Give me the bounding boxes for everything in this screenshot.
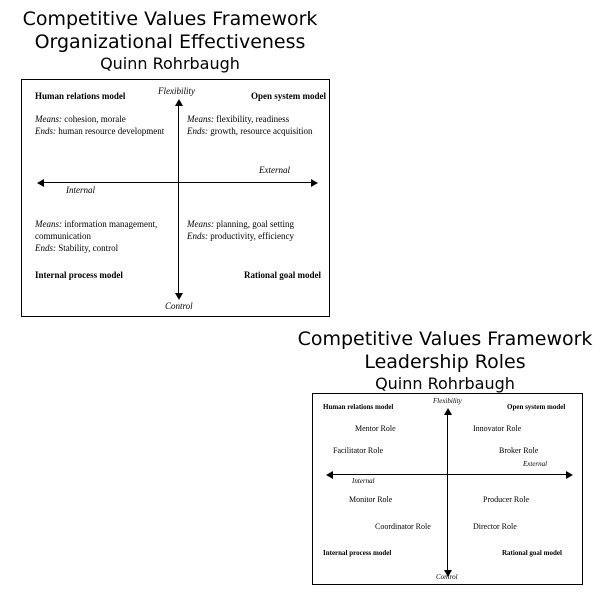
figure-1-axis-arrow-left (37, 179, 44, 187)
figure-2-role-monitor: Monitor Role (349, 495, 393, 504)
means-value: flexibility, readiness (214, 114, 290, 124)
means-value: planning, goal setting (214, 219, 294, 229)
figure-2-model-open-system: Open system model (507, 403, 566, 411)
figure-1-top-right-ends: Ends: growth, resource acquisition (187, 125, 312, 137)
means-label: Means: (35, 219, 62, 229)
figure-2-axis-arrow-up (444, 408, 452, 415)
figure-1-bottom-left-ends: Ends: Stability, control (35, 242, 118, 254)
figure-2-axis-label-control: Control (436, 573, 458, 581)
figure-1-top-left-means: Means: cohesion, morale (35, 113, 126, 125)
means-value: cohesion, morale (62, 114, 126, 124)
figure-2-axis-label-flexibility: Flexibility (433, 397, 462, 405)
means-label: Means: (35, 114, 62, 124)
figure-1-model-human-relations: Human relations model (35, 91, 126, 101)
figure-1-bottom-right-ends: Ends: productivity, efficiency (187, 230, 294, 242)
figure-2-horizontal-axis-line (333, 474, 566, 475)
figure-2-role-innovator: Innovator Role (473, 424, 522, 433)
figure-2-model-internal-process: Internal process model (323, 549, 392, 557)
figure-1-horizontal-axis-line (44, 182, 311, 183)
figure-1-diagram: Flexibility Control Internal External Hu… (21, 79, 330, 317)
figure-1-title-line-2: Organizational Effectiveness (34, 31, 306, 53)
figure-1-axis-arrow-down (175, 293, 183, 300)
figure-2-axis-arrow-down (444, 570, 452, 577)
figure-1-axis-arrow-right (311, 179, 318, 187)
figure-1-title-block: Competitive Values Framework Organizatio… (0, 8, 340, 73)
figure-2-role-director: Director Role (473, 522, 517, 531)
figure-1-vertical-axis-line (178, 105, 179, 295)
figure-1-bottom-left-means-cont: communication (35, 231, 91, 241)
figure-2-vertical-axis-line (447, 414, 448, 572)
ends-value: human resource development (56, 126, 165, 136)
figure-2-axis-label-internal: Internal (352, 477, 375, 485)
figure-2-axis-arrow-left (326, 471, 333, 479)
ends-label: Ends: (187, 231, 208, 241)
figure-2-title-line-2: Leadership Roles (364, 351, 526, 373)
figure-1-bottom-right-means: Means: planning, goal setting (187, 218, 294, 230)
ends-value: Stability, control (56, 243, 119, 253)
figure-2-role-facilitator: Facilitator Role (333, 446, 383, 455)
ends-value: productivity, efficiency (208, 231, 294, 241)
ends-label: Ends: (35, 126, 56, 136)
figure-2-model-human-relations: Human relations model (323, 403, 394, 411)
figure-1-axis-label-control: Control (165, 301, 193, 311)
figure-1-author: Quinn Rohrbaugh (100, 54, 240, 73)
figure-1-model-internal-process: Internal process model (35, 270, 123, 280)
figure-1-title-line-1: Competitive Values Framework (22, 8, 318, 30)
ends-value: growth, resource acquisition (208, 126, 313, 136)
figure-2-model-rational-goal: Rational goal model (502, 549, 562, 557)
means-label: Means: (187, 114, 214, 124)
figure-1-axis-arrow-up (175, 99, 183, 106)
figure-1-axis-label-flexibility: Flexibility (158, 86, 195, 96)
figure-2-axis-arrow-right (566, 471, 573, 479)
figure-2-role-broker: Broker Role (499, 446, 539, 455)
figure-2-diagram: Flexibility Internal External Human rela… (312, 393, 583, 585)
figure-1-model-rational-goal: Rational goal model (244, 270, 322, 280)
means-label: Means: (187, 219, 214, 229)
figure-2-title-line-1: Competitive Values Framework (297, 328, 593, 350)
figure-1-top-right-means: Means: flexibility, readiness (187, 113, 289, 125)
figure-2-author: Quinn Rohrbaugh (375, 374, 515, 393)
figure-1-bottom-left-means: Means: information management, (35, 218, 157, 230)
figure-2-axis-label-external: External (523, 460, 548, 468)
ends-label: Ends: (187, 126, 208, 136)
means-value: information management, (62, 219, 158, 229)
figure-2-title-block: Competitive Values Framework Leadership … (290, 328, 600, 393)
figure-2-role-producer: Producer Role (483, 495, 529, 504)
figure-1-axis-label-external: External (259, 165, 290, 175)
figure-2-role-mentor: Mentor Role (355, 424, 396, 433)
figure-1-axis-label-internal: Internal (66, 185, 95, 195)
figure-2-role-coordinator: Coordinator Role (375, 522, 431, 531)
figure-1-top-left-ends: Ends: human resource development (35, 125, 164, 137)
figure-1-model-open-system: Open system model (251, 91, 326, 101)
ends-label: Ends: (35, 243, 56, 253)
